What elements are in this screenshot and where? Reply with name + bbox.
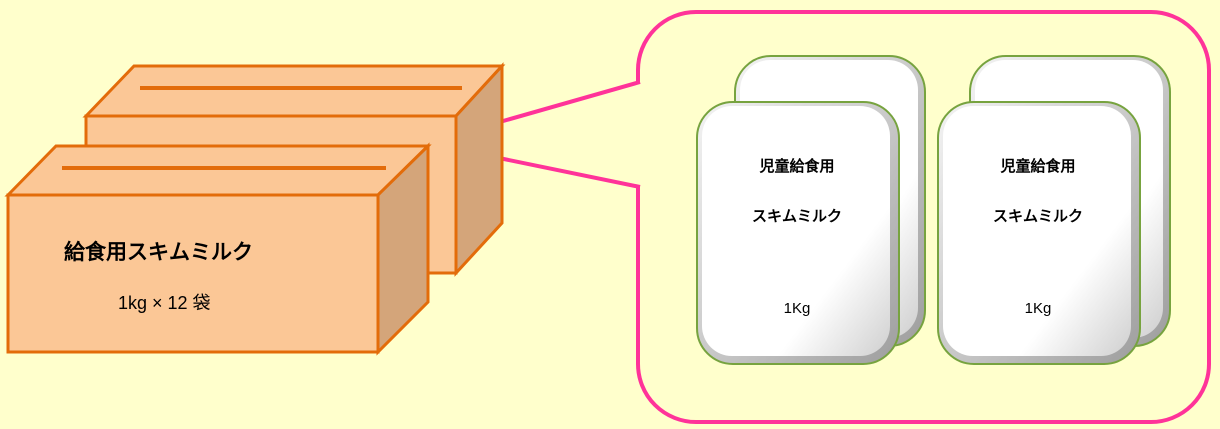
front-carton — [4, 142, 432, 356]
bag-label-line2: スキムミルク — [751, 207, 842, 225]
bag-weight: 1Kg — [1024, 300, 1052, 317]
bag-pair-right — [937, 55, 1171, 365]
bag-label-line1: 児童給食用 — [759, 157, 835, 175]
bag-label-line1: 児童給食用 — [1000, 157, 1076, 175]
bag-pair-left — [696, 55, 926, 365]
carton-label: 給食用スキムミルク — [64, 240, 253, 264]
carton-quantity: 1kg × 12 袋 — [118, 293, 211, 313]
bag-label-line2: スキムミルク — [992, 207, 1083, 225]
bag-weight: 1Kg — [783, 300, 811, 317]
